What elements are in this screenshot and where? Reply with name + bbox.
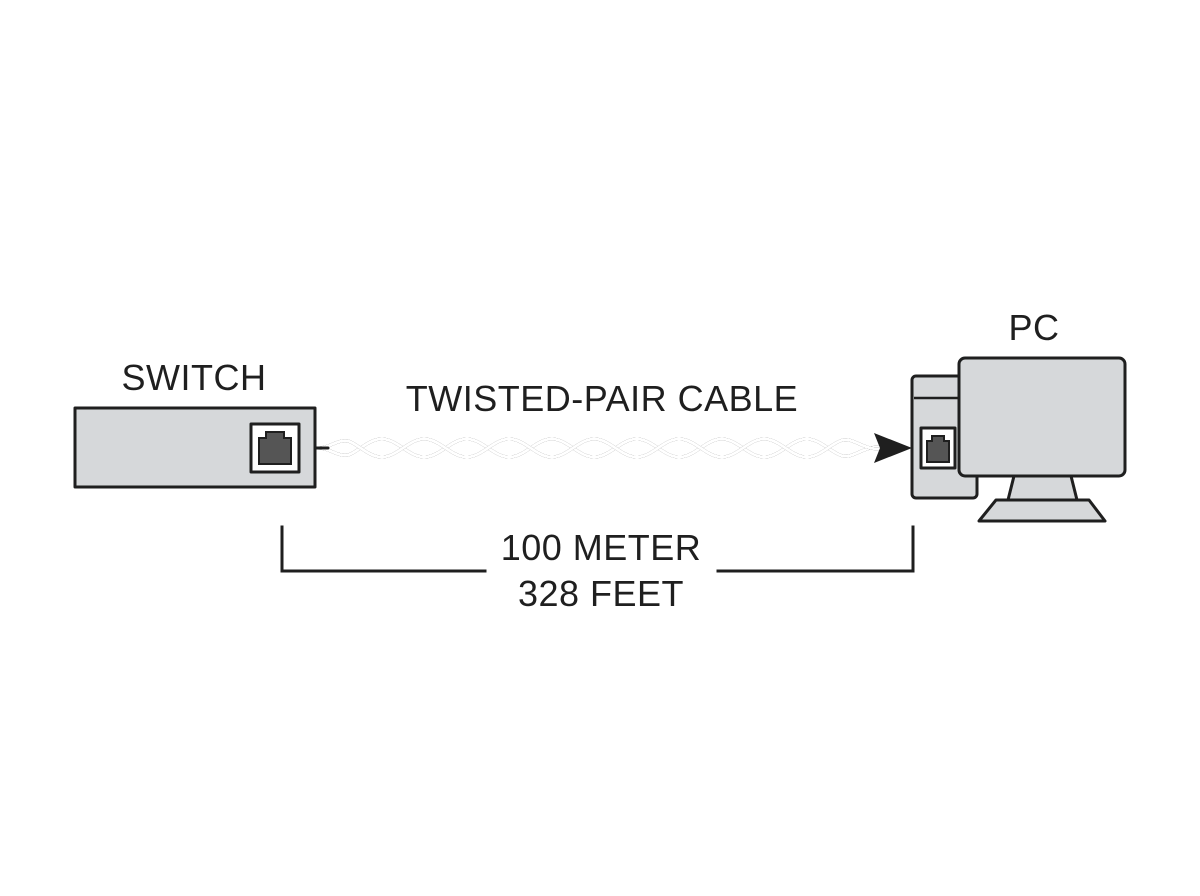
desktop-computer-icon — [910, 356, 1127, 523]
monitor-base — [977, 498, 1107, 523]
monitor-neck — [1006, 474, 1079, 502]
distance-bracket — [280, 525, 915, 573]
network-switch-icon — [73, 406, 317, 489]
switch-label: SWITCH — [122, 357, 267, 398]
cable-wire-b-core — [316, 437, 886, 459]
distance-meters-label: 100 METER — [501, 527, 702, 568]
arrowhead-icon — [874, 433, 912, 463]
cable-wire-a-core — [316, 437, 886, 459]
pc-port-socket — [926, 435, 950, 463]
pc-label: PC — [1008, 307, 1059, 348]
rj45-port-icon — [249, 422, 301, 474]
switch-port-socket — [258, 431, 292, 465]
pc-port-icon — [919, 426, 957, 470]
distance-bracket-left — [280, 525, 487, 573]
twisted-pair-cable — [313, 437, 886, 459]
distance-feet-label: 328 FEET — [518, 573, 684, 614]
monitor-screen — [957, 356, 1127, 478]
cable-label: TWISTED-PAIR CABLE — [406, 378, 798, 419]
distance-bracket-right — [716, 525, 915, 573]
